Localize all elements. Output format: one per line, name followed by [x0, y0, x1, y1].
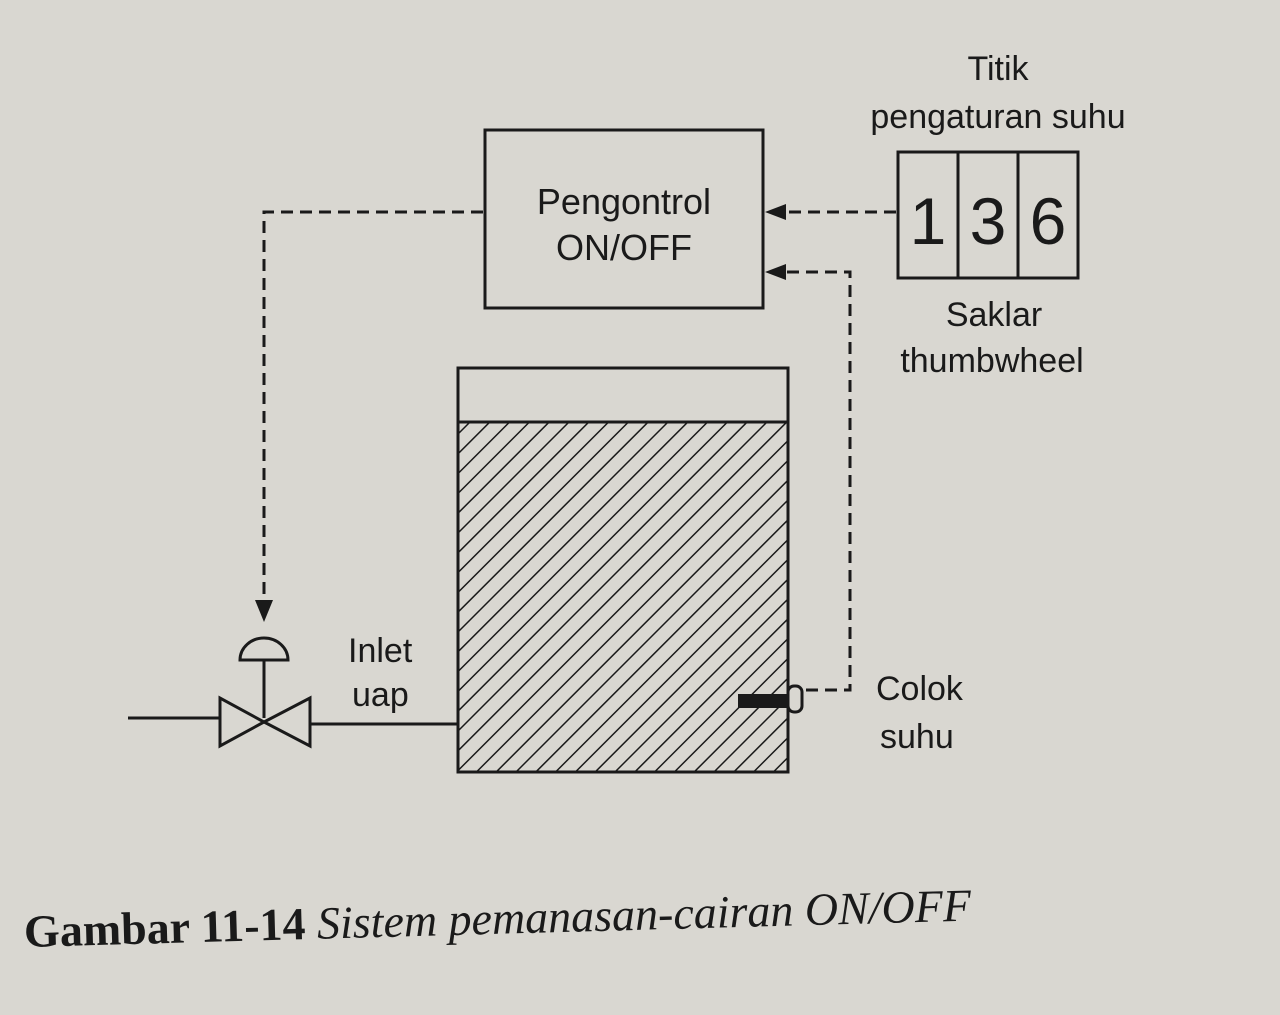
controller-label-line1: Pengontrol [537, 181, 711, 222]
switch-label-line2: thumbwheel [900, 342, 1083, 380]
steam-valve [218, 636, 312, 749]
valve-signal-line [255, 210, 483, 622]
liquid-tank [456, 366, 790, 774]
inlet-label-line1: Inlet [348, 632, 413, 670]
probe-signal-line [765, 264, 852, 692]
thumbwheel-digit: 3 [970, 184, 1007, 258]
controller-label-line2: ON/OFF [556, 227, 692, 268]
caption-number: Gambar 11-14 [23, 898, 307, 957]
setpoint-label-line2: pengaturan suhu [870, 98, 1125, 136]
setpoint-label-line1: Titik [967, 50, 1029, 88]
thumbwheel-digit: 1 [910, 184, 947, 258]
inlet-label-line2: uap [352, 676, 409, 714]
thumbwheel-switch: 1 3 6 [896, 150, 1080, 280]
probe-label-line2: suhu [880, 718, 954, 756]
thumbwheel-digit: 6 [1030, 184, 1067, 258]
probe-label-line1: Colok [876, 670, 964, 708]
switch-label-line1: Saklar [946, 296, 1042, 334]
controller-box: Pengontrol ON/OFF [483, 128, 765, 310]
temperature-probe [738, 684, 804, 714]
setpoint-signal-line [765, 204, 896, 220]
